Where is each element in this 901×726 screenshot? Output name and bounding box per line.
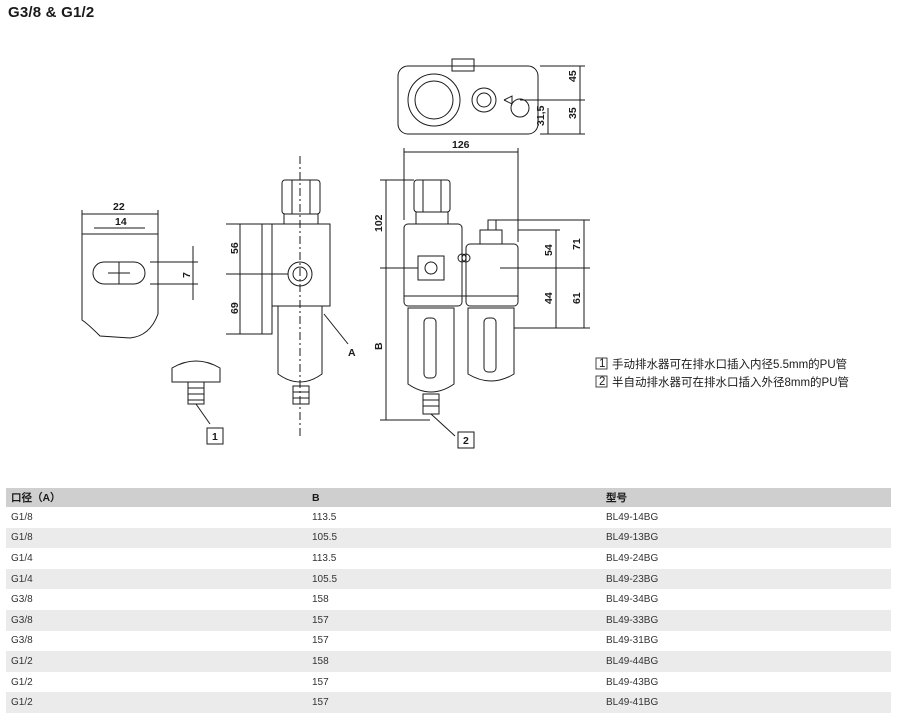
notes: 1 手动排水器可在排水口插入内径5.5mm的PU管 2 半自动排水器可在排水口插… xyxy=(595,357,849,389)
cell-port: G1/2 xyxy=(11,676,33,688)
cell-model: BL49-23BG xyxy=(601,568,891,590)
table-row: G1/2 157 BL49-43BG xyxy=(6,672,891,693)
table-row: G3/8 157 BL49-31BG xyxy=(6,631,891,652)
col-header-model: 型号 xyxy=(601,488,891,507)
note-2-text: 半自动排水器可在排水口插入外径8mm的PU管 xyxy=(612,375,849,389)
cell-model: BL49-13BG xyxy=(601,527,891,549)
note-1-text: 手动排水器可在排水口插入内径5.5mm的PU管 xyxy=(612,357,847,371)
cell-b: 105.5 xyxy=(307,527,601,549)
table-row: G1/4 113.5 BL49-24BG xyxy=(6,548,891,569)
cell-port: G1/2 xyxy=(6,651,307,672)
col-header-b: B xyxy=(307,488,601,507)
callout-1-box xyxy=(206,427,224,445)
cell-model: BL49-43BG xyxy=(606,676,659,688)
cell-b: 113.5 xyxy=(312,552,337,564)
cell-port: G1/8 xyxy=(6,527,307,549)
side-view: 56 69 A xyxy=(226,156,356,436)
dim-126: 126 xyxy=(452,139,470,151)
cell-model: BL49-14BG xyxy=(606,511,659,523)
dim-54: 54 xyxy=(543,244,555,256)
cell-port: G3/8 xyxy=(6,609,307,631)
callout-1: 1 xyxy=(212,431,218,443)
dim-102: 102 xyxy=(373,214,385,232)
table-row: G1/8 113.5 BL49-14BG xyxy=(6,507,891,528)
cell-model: BL49-34BG xyxy=(606,594,659,606)
cell-model: BL49-24BG xyxy=(606,552,659,564)
table-header-row: 口径（A） B 型号 xyxy=(6,488,891,507)
dim-45: 45 xyxy=(567,70,579,82)
dim-22: 22 xyxy=(113,201,125,213)
callout-2-box xyxy=(457,431,475,449)
cell-b: 105.5 xyxy=(307,568,601,590)
cell-port: G3/8 xyxy=(11,635,33,647)
front-view: 2 126 102 B 54 71 44 61 xyxy=(373,139,590,449)
cell-port: G1/8 xyxy=(11,511,33,523)
dim-71: 71 xyxy=(571,238,583,250)
cell-port: G3/8 xyxy=(11,594,33,606)
page-title: G3/8 & G1/2 xyxy=(8,4,95,21)
dim-44: 44 xyxy=(543,292,555,304)
cell-port: G1/4 xyxy=(6,568,307,590)
dim-35: 35 xyxy=(567,107,579,119)
technical-drawing: 45 35 31,5 22 14 7 1 xyxy=(0,24,901,464)
manual-drain-detail: 1 xyxy=(171,360,224,445)
note-1-number: 1 xyxy=(599,358,605,370)
cell-b: 157 xyxy=(307,692,601,713)
cell-b: 157 xyxy=(312,676,329,688)
table-row: G3/8 158 BL49-34BG xyxy=(6,589,891,610)
note-2-number: 2 xyxy=(599,376,605,388)
cell-b: 113.5 xyxy=(312,511,337,523)
cell-port: G1/4 xyxy=(11,552,33,564)
dim-69: 69 xyxy=(229,302,241,314)
cell-b: 157 xyxy=(312,635,329,647)
label-A: A xyxy=(348,347,356,359)
dim-56: 56 xyxy=(229,242,241,254)
col-header-port: 口径（A） xyxy=(6,488,307,507)
top-view: 45 35 31,5 xyxy=(397,58,585,135)
cell-model: BL49-44BG xyxy=(601,651,891,672)
bracket-view: 22 14 7 xyxy=(81,201,198,339)
dim-61: 61 xyxy=(571,292,583,304)
dim-31-5: 31,5 xyxy=(535,105,547,126)
callout-2: 2 xyxy=(463,435,469,447)
dim-14: 14 xyxy=(115,216,127,228)
dim-B: B xyxy=(373,342,385,350)
cell-model: BL49-31BG xyxy=(606,635,659,647)
cell-b: 158 xyxy=(307,651,601,672)
dim-7: 7 xyxy=(181,272,193,278)
cell-b: 157 xyxy=(307,609,601,631)
cell-model: BL49-41BG xyxy=(601,692,891,713)
cell-port: G1/2 xyxy=(6,692,307,713)
cell-b: 158 xyxy=(312,594,329,606)
cell-model: BL49-33BG xyxy=(601,609,891,631)
